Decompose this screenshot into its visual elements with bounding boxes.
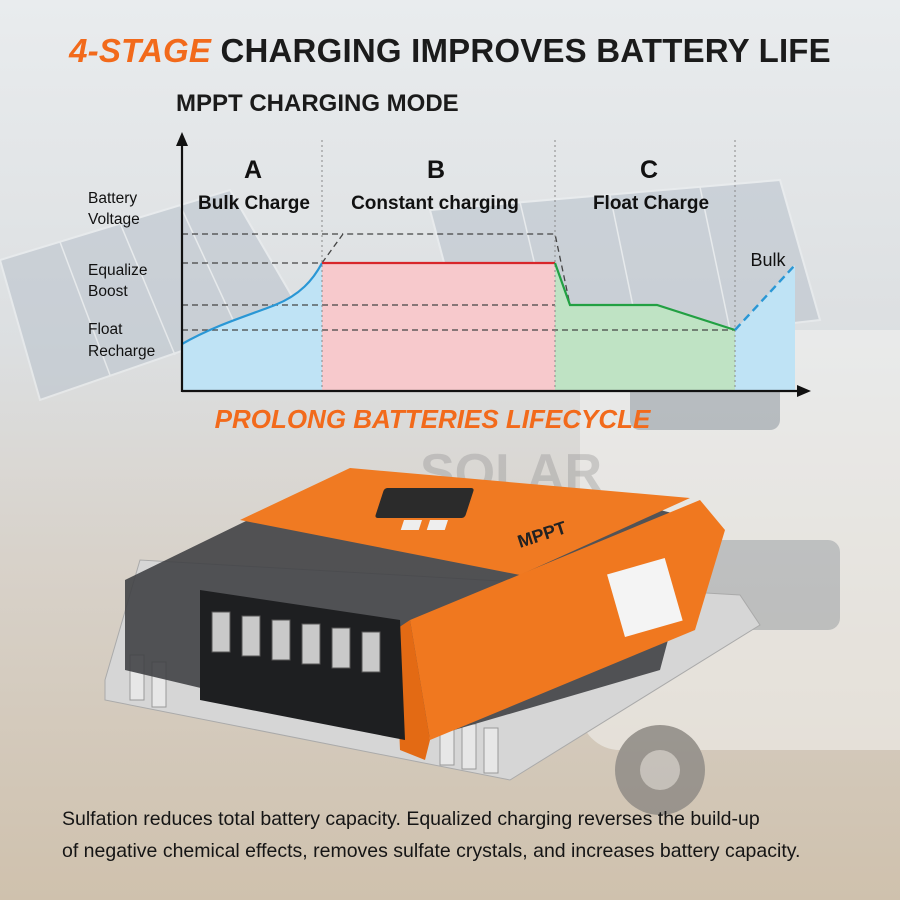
lifecycle-tagline: PROLONG BATTERIES LIFECYCLE <box>214 404 651 434</box>
stage-a-name: Bulk Charge <box>198 193 310 214</box>
heading-accent: 4-STAGE <box>69 32 212 69</box>
y-label-equalize-line1: Equalize <box>88 262 147 279</box>
terminal-screw <box>361 631 381 673</box>
stage-c-letter: C <box>640 156 658 184</box>
y-axis-arrow <box>176 132 188 146</box>
terminal-screw <box>271 619 291 661</box>
description-line-1: Sulfation reduces total battery capacity… <box>62 808 760 830</box>
x-axis-arrow <box>797 385 811 397</box>
float-curve <box>553 262 736 332</box>
terminal-screw <box>331 627 351 669</box>
stage-c-name: Float Charge <box>593 193 709 214</box>
stage-a-fill <box>182 263 322 390</box>
charging-diagram: Battery Voltage Equalize Boost Float Rec… <box>88 132 811 397</box>
stage-b-fill <box>322 263 555 390</box>
y-label-float-line1: Float <box>88 321 123 338</box>
heatsink-fin <box>461 723 477 770</box>
description-text: Sulfation reduces total battery capacity… <box>62 803 862 867</box>
terminal-screw <box>241 615 261 657</box>
y-label-equalize-line2: Boost <box>88 283 128 300</box>
bulk-curve <box>181 262 323 345</box>
stage-c-fill <box>555 263 735 390</box>
bulk-dashed-curve <box>734 264 796 331</box>
y-label-battery-line2: Voltage <box>88 211 140 228</box>
terminal-screw <box>301 623 321 665</box>
orange-side-cover <box>410 500 725 740</box>
control-button <box>400 520 423 530</box>
control-button <box>426 520 449 530</box>
terminal-screw <box>211 611 231 653</box>
stage-bulk-fill <box>735 265 795 390</box>
orange-top-cover <box>240 468 690 575</box>
battery-voltage-peak-guide <box>321 233 571 306</box>
stage-bulk-name: Bulk <box>750 250 786 270</box>
chart-subtitle: MPPT CHARGING MODE <box>176 90 459 117</box>
lcd-display <box>375 488 474 518</box>
main-heading: 4-STAGE CHARGING IMPROVES BATTERY LIFE <box>0 32 900 70</box>
spec-label <box>607 558 683 638</box>
y-label-battery-line1: Battery <box>88 190 137 207</box>
stage-b-letter: B <box>427 156 445 184</box>
stage-a-letter: A <box>244 156 262 184</box>
y-label-float-line2: Recharge <box>88 343 155 360</box>
stage-b-name: Constant charging <box>351 193 519 214</box>
description-line-2: of negative chemical effects, removes su… <box>62 840 801 862</box>
mppt-controller-image: SOLAR MPPT <box>104 444 761 781</box>
heatsink-fin <box>483 727 499 774</box>
heading-rest: CHARGING IMPROVES BATTERY LIFE <box>220 32 831 69</box>
